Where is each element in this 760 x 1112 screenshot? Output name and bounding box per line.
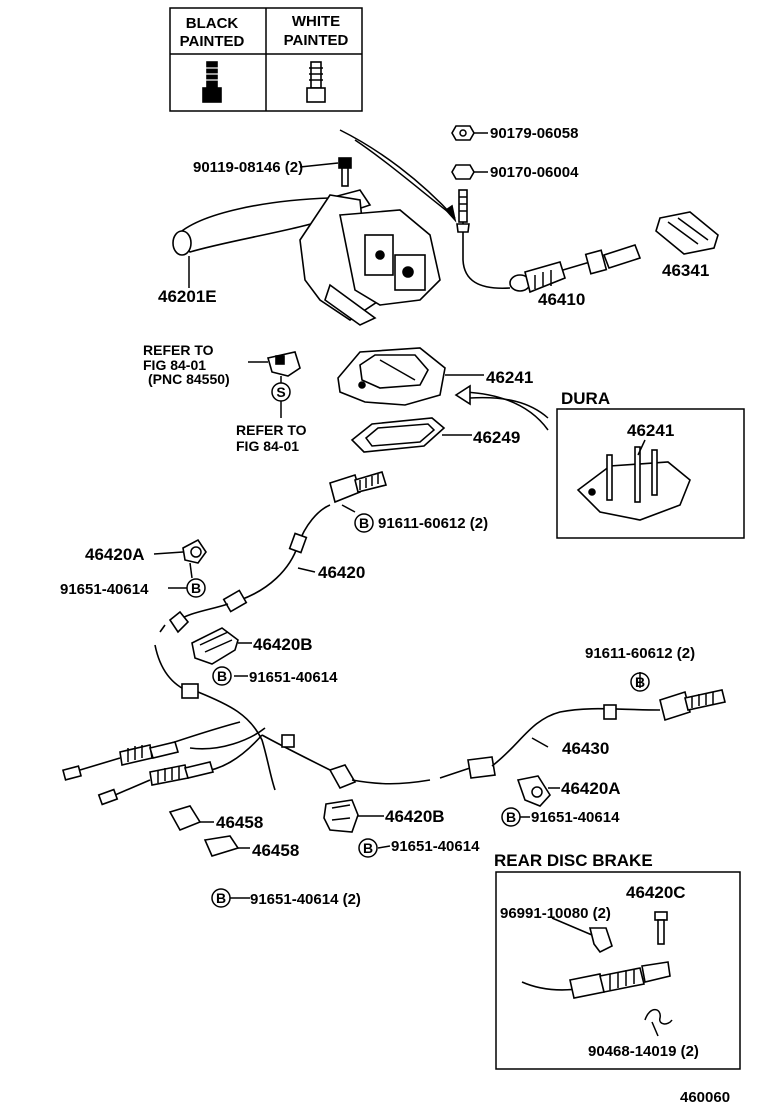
symbol-s-text: S — [276, 384, 285, 400]
svg-text:B: B — [217, 668, 227, 684]
clamp-46420b-upper-icon — [191, 627, 239, 665]
label-refer-to-1: REFER TO — [143, 342, 214, 358]
label-46420: 46420 — [318, 563, 365, 582]
clip-46458-upper-icon — [168, 805, 202, 832]
label-46249: 46249 — [473, 428, 520, 447]
label-46241: 46241 — [486, 368, 533, 387]
symbol-b-2: B — [186, 578, 206, 598]
label-46420b-lower: 46420B — [385, 807, 445, 826]
figure-number: 460060 — [680, 1089, 730, 1106]
cable-46410 — [456, 189, 642, 294]
paint-legend-table: BLACK PAINTED WHITE PAINTED — [169, 7, 363, 112]
label-fig-84-01-1: FIG 84-01 — [143, 357, 206, 373]
label-91651-40614-c: 91651-40614 — [531, 809, 620, 826]
legend-white-label-1: WHITE — [292, 13, 340, 30]
legend-black-label-1: BLACK — [186, 15, 239, 32]
label-46420c: 46420C — [626, 883, 686, 902]
label-fig-84-01-2: FIG 84-01 — [236, 438, 299, 454]
svg-text:B: B — [359, 515, 369, 531]
plate-46249 — [350, 417, 446, 453]
label-46430: 46430 — [562, 739, 609, 758]
label-46458-lower: 46458 — [252, 841, 299, 860]
label-refer-to-2: REFER TO — [236, 422, 307, 438]
white-painted-bolt-icon — [306, 61, 326, 103]
clamp-46420a-upper-icon — [182, 538, 207, 564]
rear-disc-brake-box — [495, 871, 741, 1070]
svg-text:B: B — [635, 674, 645, 690]
clamp-46420a-lower-icon — [516, 775, 552, 807]
label-90179-06058: 90179-06058 — [490, 125, 578, 142]
svg-text:B: B — [506, 809, 516, 825]
svg-text:B: B — [191, 580, 201, 596]
symbol-b-3: B — [212, 666, 232, 686]
clip-96991-icon — [588, 927, 613, 954]
label-46458-upper: 46458 — [216, 813, 263, 832]
black-painted-bolt-icon — [202, 61, 222, 103]
clamp-46420b-lower-icon — [323, 799, 359, 833]
bolt-90119-icon — [338, 157, 352, 187]
symbol-b-6: B — [358, 838, 378, 858]
nut-90179-icon — [451, 125, 475, 141]
symbol-b-1: B — [354, 513, 374, 533]
label-dura-46241: 46241 — [627, 421, 674, 440]
label-46420a-lower: 46420A — [561, 779, 621, 798]
symbol-b-4: B — [630, 672, 650, 692]
cable-46420 — [159, 471, 388, 634]
svg-text:B: B — [216, 890, 226, 906]
pin-46420c-icon — [654, 911, 668, 945]
label-46420b-upper: 46420B — [253, 635, 313, 654]
label-46341: 46341 — [662, 261, 709, 280]
label-dura-title: DURA — [561, 389, 610, 408]
label-46201e: 46201E — [158, 287, 217, 306]
dura-box — [556, 408, 745, 539]
label-90468-14019: 90468-14019 (2) — [588, 1043, 699, 1060]
label-90170-06004: 90170-06004 — [490, 164, 579, 181]
legend-white-label-2: PAINTED — [284, 32, 349, 49]
legend-black-label-2: PAINTED — [180, 33, 245, 50]
label-91611-60612-lower: 91611-60612 (2) — [585, 645, 695, 662]
parking-brake-lever-46201e — [172, 189, 441, 326]
label-91651-40614-d: 91651-40614 — [391, 838, 480, 855]
label-91651-40614-a: 91651-40614 — [60, 581, 149, 598]
symbol-b-7: B — [211, 888, 231, 908]
symbol-b-5: B — [501, 807, 521, 827]
clip-46341-icon — [655, 211, 719, 255]
label-90119-08146: 90119-08146 (2) — [193, 159, 303, 176]
label-91611-60612-upper: 91611-60612 (2) — [378, 515, 488, 532]
cable-46430 — [439, 689, 726, 779]
label-46410: 46410 — [538, 290, 585, 309]
clip-refer-84550-icon — [266, 351, 301, 377]
label-46420a-upper: 46420A — [85, 545, 145, 564]
symbol-s: S — [271, 382, 291, 402]
label-91651-40614-e: 91651-40614 (2) — [250, 891, 361, 908]
boot-46241 — [337, 347, 446, 406]
label-96991-10080: 96991-10080 (2) — [500, 905, 611, 922]
cable-assembly-left — [61, 644, 431, 806]
svg-text:B: B — [363, 840, 373, 856]
label-rear-disc-brake: REAR DISC BRAKE — [494, 851, 653, 870]
clip-90468-icon — [644, 1008, 673, 1025]
label-91651-40614-b: 91651-40614 — [249, 669, 338, 686]
label-pnc-84550: (PNC 84550) — [148, 371, 230, 387]
clip-46458-lower-icon — [203, 835, 240, 857]
nut-90170-icon — [451, 164, 475, 180]
